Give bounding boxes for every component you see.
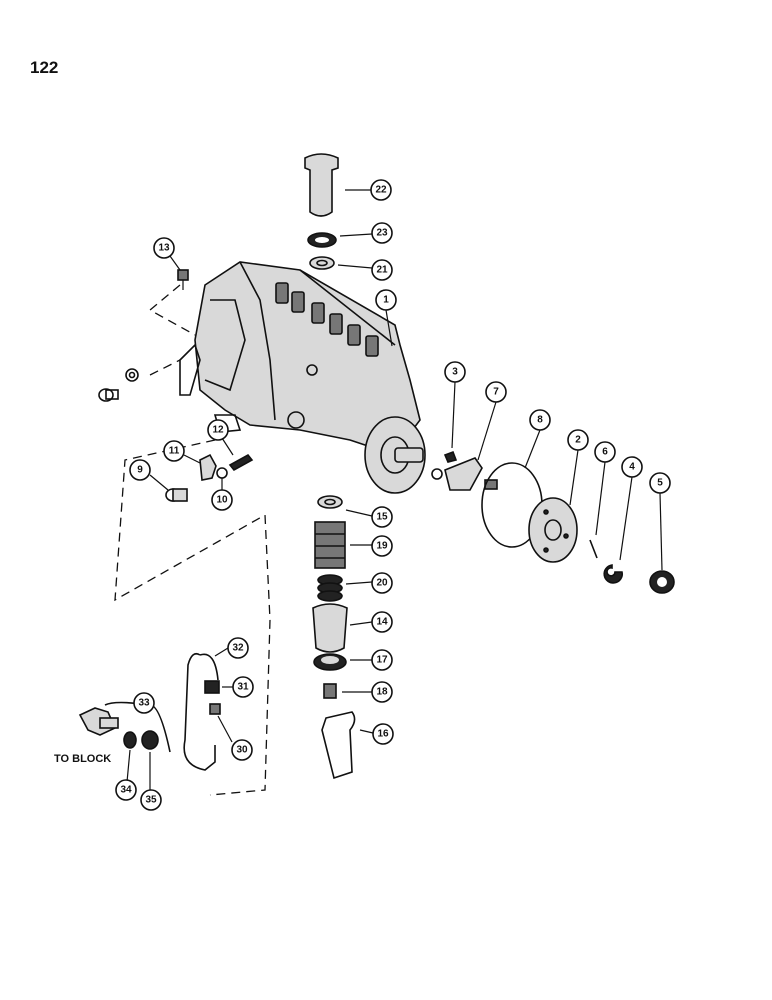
sediment-bowl-14 xyxy=(312,603,373,653)
svg-text:5: 5 xyxy=(657,478,663,489)
page-number: 122 xyxy=(30,58,59,77)
washer-15 xyxy=(317,495,373,517)
priming-pump-22 xyxy=(304,153,371,217)
svg-text:7: 7 xyxy=(493,387,499,398)
sleeve-30 xyxy=(209,703,233,743)
svg-text:30: 30 xyxy=(236,745,248,756)
washer-21 xyxy=(309,256,373,270)
svg-text:11: 11 xyxy=(169,446,180,457)
callout-31: 31 xyxy=(232,676,254,698)
svg-text:3: 3 xyxy=(452,367,458,378)
svg-text:2: 2 xyxy=(575,435,581,446)
svg-text:17: 17 xyxy=(376,655,388,666)
delivery-valve-holders xyxy=(275,282,379,357)
callout-15: 15 xyxy=(371,506,393,528)
pin-6 xyxy=(589,461,606,559)
callout-32: 32 xyxy=(227,637,249,659)
injection-pump-body xyxy=(179,261,426,494)
svg-text:14: 14 xyxy=(376,617,388,628)
callout-18: 18 xyxy=(371,681,393,703)
svg-text:23: 23 xyxy=(376,228,388,239)
callout-8: 8 xyxy=(529,409,551,431)
nut-5 xyxy=(649,492,675,594)
svg-text:8: 8 xyxy=(537,415,543,426)
drive-plate-2 xyxy=(528,449,579,563)
fuel-line-32 xyxy=(183,647,229,771)
callout-3: 3 xyxy=(444,361,466,383)
svg-text:12: 12 xyxy=(212,425,224,436)
nut-31 xyxy=(204,680,233,694)
callout-11: 11 xyxy=(163,440,185,462)
filter-element-19 xyxy=(314,521,372,569)
callout-23: 23 xyxy=(371,222,393,244)
callout-20: 20 xyxy=(371,572,393,594)
callout-10: 10 xyxy=(211,489,233,511)
svg-text:16: 16 xyxy=(377,729,389,740)
bolt-13 xyxy=(177,269,189,290)
svg-text:18: 18 xyxy=(376,687,388,698)
svg-text:22: 22 xyxy=(375,185,387,196)
svg-text:1: 1 xyxy=(383,295,389,306)
callout-12: 12 xyxy=(207,419,229,441)
key-3 xyxy=(443,381,458,463)
svg-text:4: 4 xyxy=(629,462,635,473)
callout-6: 6 xyxy=(594,441,616,463)
nut-34-35 xyxy=(123,730,159,790)
stud-12 xyxy=(221,437,254,472)
callout-5: 5 xyxy=(649,472,671,494)
svg-text:10: 10 xyxy=(216,495,228,506)
svg-text:34: 34 xyxy=(120,785,132,796)
callout-2: 2 xyxy=(567,429,589,451)
svg-text:20: 20 xyxy=(376,578,388,589)
callout-7: 7 xyxy=(485,381,507,403)
svg-text:32: 32 xyxy=(232,643,244,654)
callout-16: 16 xyxy=(372,723,394,745)
callout-35: 35 xyxy=(140,789,162,811)
seal-23 xyxy=(307,232,373,248)
washer-10 xyxy=(216,467,228,490)
callout-22: 22 xyxy=(370,179,392,201)
callout-33: 33 xyxy=(133,692,155,714)
lock-washer-4 xyxy=(603,476,633,584)
callout-17: 17 xyxy=(371,649,393,671)
spring-20 xyxy=(317,574,373,602)
screw-18 xyxy=(323,683,372,699)
svg-text:6: 6 xyxy=(602,447,608,458)
callout-30: 30 xyxy=(231,739,253,761)
svg-text:13: 13 xyxy=(158,243,170,254)
svg-text:19: 19 xyxy=(376,541,388,552)
bail-16 xyxy=(321,711,374,780)
callout-21: 21 xyxy=(371,259,393,281)
svg-text:33: 33 xyxy=(138,698,150,709)
callout-14: 14 xyxy=(371,611,393,633)
svg-text:35: 35 xyxy=(145,795,157,806)
callout-19: 19 xyxy=(371,535,393,557)
svg-text:31: 31 xyxy=(237,682,249,693)
callout-4: 4 xyxy=(621,456,643,478)
banjo-bolt-9 xyxy=(149,474,188,502)
svg-text:9: 9 xyxy=(137,465,143,476)
elbow-11 xyxy=(183,453,217,481)
to-block-label: TO BLOCK xyxy=(54,753,111,765)
bowl-nut-17 xyxy=(313,653,372,671)
callout-1: 1 xyxy=(375,289,397,311)
svg-text:21: 21 xyxy=(376,265,388,276)
svg-text:15: 15 xyxy=(376,512,388,523)
callout-13: 13 xyxy=(153,237,175,259)
callout-9: 9 xyxy=(129,459,151,481)
callout-34: 34 xyxy=(115,779,137,801)
hub-7 xyxy=(431,401,498,491)
lever-screw-and-washer xyxy=(98,368,139,402)
